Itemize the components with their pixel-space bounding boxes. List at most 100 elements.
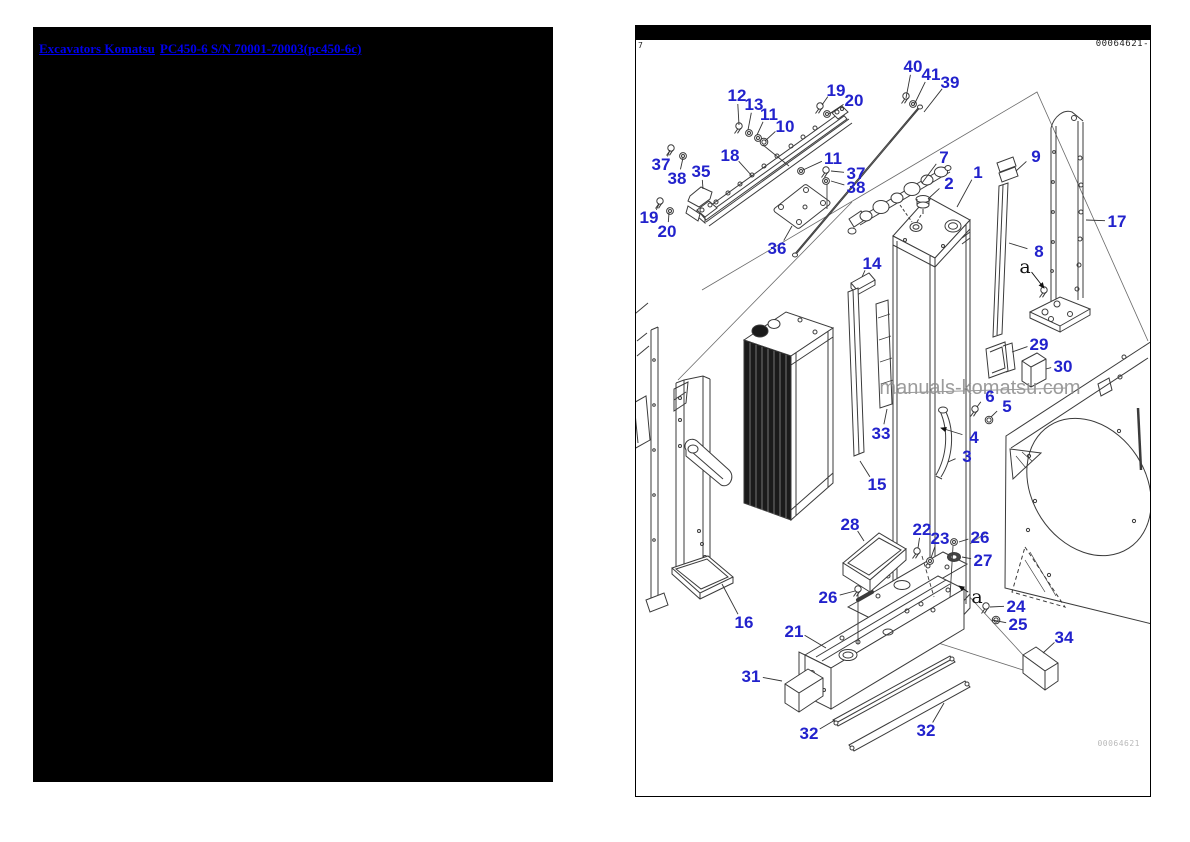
radiator xyxy=(892,196,971,659)
callout-40[interactable]: 40 xyxy=(904,57,923,76)
callout-7[interactable]: 7 xyxy=(939,148,948,167)
callout-33[interactable]: 33 xyxy=(872,424,891,443)
callout-2[interactable]: 2 xyxy=(944,174,953,193)
callout-17[interactable]: 17 xyxy=(1108,212,1127,231)
callout-leader-18 xyxy=(738,160,753,177)
callout-4[interactable]: 4 xyxy=(969,428,979,447)
rubber-pads xyxy=(784,646,1059,713)
explosion-lines xyxy=(677,91,1149,671)
callout-leader-12 xyxy=(737,103,740,126)
oil-cooler xyxy=(742,311,835,522)
clamp-bracket xyxy=(685,186,713,222)
callout-1[interactable]: 1 xyxy=(973,163,982,182)
callout-26[interactable]: 26 xyxy=(971,528,990,547)
callout-24[interactable]: 24 xyxy=(1007,597,1026,616)
callout-29[interactable]: 29 xyxy=(1030,335,1049,354)
callout-6[interactable]: 6 xyxy=(985,387,994,406)
callout-38[interactable]: 38 xyxy=(668,169,687,188)
callout-leader-4 xyxy=(940,427,963,436)
callout-leader-19 xyxy=(821,96,829,106)
callout-leader-33 xyxy=(883,408,888,425)
callout-10[interactable]: 10 xyxy=(776,117,795,136)
callout-leader-17 xyxy=(1085,219,1106,222)
callout-leader-14 xyxy=(861,270,866,278)
ref-label-1: a xyxy=(971,586,982,608)
bottom-frame xyxy=(798,551,969,710)
document-code-top: 00064621- xyxy=(1095,39,1149,49)
callout-leader-21 xyxy=(804,634,827,649)
callout-leader-35 xyxy=(701,179,704,190)
callout-leader-20 xyxy=(667,212,670,223)
callout-25[interactable]: 25 xyxy=(1009,615,1028,634)
callout-leader-38 xyxy=(680,157,684,170)
callout-3[interactable]: 3 xyxy=(962,447,971,466)
callout-leader-8 xyxy=(1008,242,1028,250)
callout-28[interactable]: 28 xyxy=(841,515,860,534)
callout-leader-38 xyxy=(830,180,845,186)
callout-leader-19 xyxy=(655,203,660,211)
fasteners xyxy=(655,92,1048,644)
callout-leader-37 xyxy=(667,149,671,157)
callout-leader-39 xyxy=(923,88,943,113)
callout-26[interactable]: 26 xyxy=(819,588,838,607)
callout-35[interactable]: 35 xyxy=(692,162,711,181)
seal-strip-8 xyxy=(992,156,1019,338)
tray-bracket xyxy=(842,532,907,594)
ref-arrow-1 xyxy=(958,585,969,593)
callout-34[interactable]: 34 xyxy=(1055,628,1074,647)
callout-leader-22 xyxy=(917,537,920,549)
callout-leader-30 xyxy=(1045,367,1052,370)
top-support-bar xyxy=(696,105,853,227)
callout-37[interactable]: 37 xyxy=(652,155,671,174)
callout-9[interactable]: 9 xyxy=(1031,147,1040,166)
callout-leader-26 xyxy=(839,590,856,596)
callout-38[interactable]: 38 xyxy=(847,178,866,197)
link-excavators-komatsu[interactable]: Excavators Komatsu xyxy=(39,41,155,56)
callout-leader-28 xyxy=(857,530,865,542)
callout-19[interactable]: 19 xyxy=(640,208,659,227)
callout-leader-36 xyxy=(783,225,793,241)
callout-21[interactable]: 21 xyxy=(785,622,804,641)
watermark-text: manuals-komatsu.com xyxy=(879,377,1080,399)
callout-41[interactable]: 41 xyxy=(922,65,941,84)
callout-32[interactable]: 32 xyxy=(800,724,819,743)
callout-leader-1 xyxy=(956,179,973,208)
callout-leader-32 xyxy=(819,719,836,730)
callout-leader-10 xyxy=(764,131,776,142)
callout-31[interactable]: 31 xyxy=(742,667,761,686)
callout-11[interactable]: 11 xyxy=(824,149,842,168)
callout-20[interactable]: 20 xyxy=(658,222,677,241)
callout-32[interactable]: 32 xyxy=(917,721,936,740)
stay-rod xyxy=(792,104,923,258)
callout-13[interactable]: 13 xyxy=(745,95,764,114)
watermark: manuals-komatsu.com xyxy=(879,377,1080,399)
rail-strips xyxy=(832,655,971,752)
callout-20[interactable]: 20 xyxy=(845,91,864,110)
callout-18[interactable]: 18 xyxy=(721,146,740,165)
callout-leader-41 xyxy=(913,81,926,106)
callout-30[interactable]: 30 xyxy=(1054,357,1073,376)
callout-14[interactable]: 14 xyxy=(863,254,882,273)
callout-23[interactable]: 23 xyxy=(931,529,950,548)
callout-37[interactable]: 37 xyxy=(847,164,866,183)
mounting-plate xyxy=(773,184,831,229)
callout-12[interactable]: 12 xyxy=(728,86,747,105)
callout-8[interactable]: 8 xyxy=(1034,242,1043,261)
callout-leader-40 xyxy=(905,74,911,99)
callout-19[interactable]: 19 xyxy=(827,81,846,100)
callout-36[interactable]: 36 xyxy=(768,239,787,258)
document-code-bottom: 00064621 xyxy=(1097,739,1140,748)
callout-leader-32 xyxy=(932,702,945,723)
link-model-pc450[interactable]: PC450-6 S/N 70001-70003(pc450-6c) xyxy=(159,41,362,56)
catalog-frame-panel: Excavators Komatsu PC450-6 S/N 70001-7000… xyxy=(33,27,553,782)
callout-27[interactable]: 27 xyxy=(974,551,993,570)
callout-leader-11 xyxy=(802,160,823,171)
callout-16[interactable]: 16 xyxy=(735,613,754,632)
callout-11[interactable]: 11 xyxy=(760,105,778,124)
callout-22[interactable]: 22 xyxy=(913,520,932,539)
callout-39[interactable]: 39 xyxy=(941,73,960,92)
callout-15[interactable]: 15 xyxy=(868,475,887,494)
callout-leader-3 xyxy=(947,458,956,463)
callout-5[interactable]: 5 xyxy=(1002,397,1011,416)
